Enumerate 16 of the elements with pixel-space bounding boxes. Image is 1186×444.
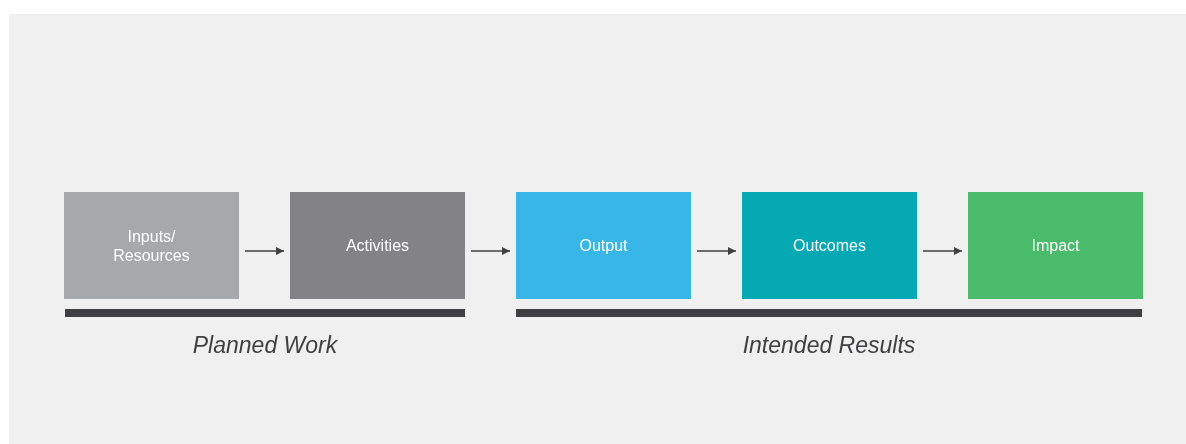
arrow <box>922 247 963 255</box>
process-box <box>742 192 917 299</box>
box-label: Impact <box>1030 236 1081 255</box>
box-label: Outcomes <box>792 236 867 255</box>
box-label: Activities <box>344 236 411 255</box>
group-label: Intended Results <box>741 331 917 360</box>
arrow <box>244 247 285 255</box>
box-label: Output <box>578 236 629 255</box>
group-label: Planned Work <box>191 331 339 360</box>
process-box <box>290 192 465 299</box>
arrow <box>696 247 737 255</box>
process-box <box>516 192 691 299</box>
box-label: Inputs/ Resources <box>112 226 191 265</box>
arrow <box>470 247 511 255</box>
process-box <box>968 192 1143 299</box>
process-box <box>64 192 239 299</box>
